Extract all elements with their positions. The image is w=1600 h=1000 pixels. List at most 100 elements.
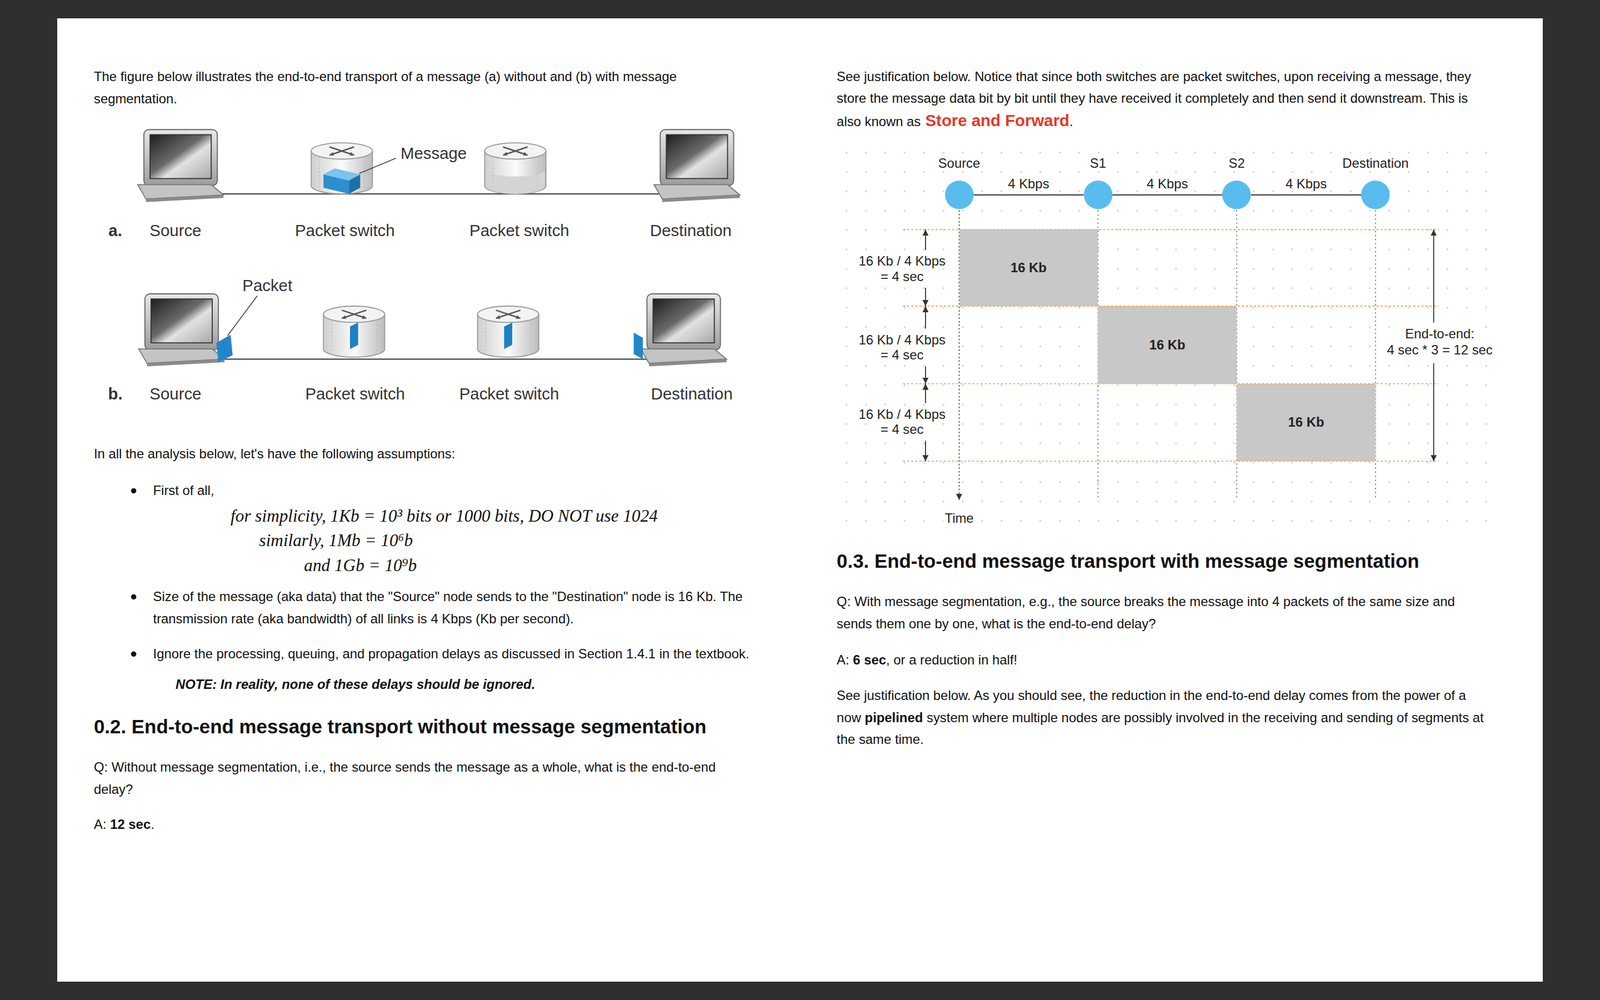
- text-block: See justification below. As you should s…: [836, 684, 1495, 750]
- network-node-circle: S1: [1083, 180, 1113, 209]
- diagram-label: 4 sec * 3 = 12 sec: [1385, 342, 1494, 358]
- diagram-label: End-to-end:: [1403, 326, 1477, 342]
- paragraph-text: A:: [93, 816, 107, 832]
- computer-icon: [640, 293, 727, 367]
- box-label: 16 Kb: [1010, 260, 1047, 276]
- text-block: for simplicity, 1Kb = 10³ bits or 1000 b…: [230, 505, 658, 528]
- packet: [350, 322, 359, 349]
- node-label: Destination: [1340, 155, 1410, 171]
- keyboard-edge: [146, 195, 224, 203]
- monitor-screen: [666, 134, 728, 179]
- text-block: Packet switch: [459, 383, 560, 405]
- duration-arrow: [1433, 229, 1435, 323]
- switch-side: [318, 157, 320, 190]
- node-circle-fill: [1361, 180, 1390, 209]
- keyboard-edge: [662, 195, 740, 203]
- text-block: Source: [149, 220, 202, 242]
- paragraph-text: In all the analysis below, let's have th…: [93, 446, 455, 462]
- packet-switch-icon: [311, 142, 373, 194]
- switch-side: [530, 320, 531, 354]
- text-block: Q: With message segmentation, e.g., the …: [836, 590, 1480, 635]
- text-block: Packet switch: [295, 220, 395, 242]
- transmission-box: 16 Kb: [1236, 383, 1376, 462]
- text-block: Packet switch: [469, 220, 570, 242]
- figure-label: Source: [149, 384, 202, 403]
- switch-arrow: [329, 146, 354, 155]
- keyboard-edge: [648, 359, 727, 367]
- node-circle: [1361, 180, 1390, 209]
- text-block: = 4 sec: [878, 421, 926, 438]
- bullet-dot: [131, 651, 137, 658]
- text-block: 0.2. End-to-end message transport withou…: [93, 714, 707, 739]
- figure-label: Destination: [651, 384, 733, 403]
- monitor-screen: [151, 298, 213, 343]
- transmission-box: 16 Kb: [1097, 306, 1237, 384]
- monitor-bezel: [145, 293, 219, 350]
- duration-arrow: [925, 440, 927, 462]
- text-block: Size of the message (aka data) that the …: [153, 585, 766, 630]
- diagram-label: Time: [942, 510, 975, 526]
- node-label: S1: [1088, 155, 1108, 171]
- bullet-dot: [131, 594, 137, 600]
- figure-label: Destination: [650, 221, 732, 240]
- diagram-label: 16 Kb / 4 Kbps: [856, 406, 948, 422]
- bold-text: b.: [107, 384, 123, 403]
- figure-label: Message: [400, 143, 467, 162]
- diagram-label: = 4 sec: [878, 268, 926, 284]
- text-block: End-to-end:: [1403, 325, 1477, 342]
- text-block: 16 Kb / 4 Kbps: [856, 253, 948, 270]
- duration-arrow: [925, 229, 927, 250]
- bullet-dot: [131, 488, 137, 494]
- node-label-holder: S1: [1088, 155, 1108, 172]
- box-label: 16 Kb: [1288, 414, 1325, 430]
- monitor-screen: [653, 298, 715, 343]
- network-link: [183, 193, 694, 195]
- figure-label: Packet switch: [295, 221, 395, 240]
- switch-top: [477, 306, 539, 323]
- switch-arrow: [503, 146, 528, 155]
- node-circle: [945, 180, 974, 209]
- diagram-label: = 4 sec: [878, 347, 926, 363]
- link-line: [1112, 194, 1223, 196]
- note-text: NOTE: In reality, none of these delays s…: [175, 677, 535, 693]
- highlight-text: Store and Forward: [925, 111, 1070, 130]
- paragraph-text: First of all,: [153, 483, 215, 499]
- monitor-bezel: [143, 129, 218, 186]
- section-heading: 0.2. End-to-end message transport withou…: [93, 715, 707, 738]
- text-block: 4 sec * 3 = 12 sec: [1385, 341, 1494, 358]
- text-block: 16 Kb / 4 Kbps: [856, 331, 948, 348]
- packet: [503, 322, 513, 349]
- switch-side: [485, 320, 487, 354]
- text-block: Ignore the processing, queuing, and prop…: [153, 643, 750, 665]
- packet-switch-icon: [484, 142, 546, 194]
- node-label-holder: Destination: [1340, 155, 1410, 172]
- paragraph-text: .: [1069, 113, 1074, 129]
- switch-top: [311, 142, 373, 159]
- text-block: Source: [149, 383, 202, 405]
- paragraph-text: A:: [836, 652, 850, 668]
- switch-side: [376, 320, 377, 354]
- monitor-bezel: [660, 129, 734, 186]
- text-block: Packet switch: [305, 383, 405, 405]
- text-block: Destination: [650, 220, 732, 242]
- switch-arrow: [341, 310, 367, 319]
- message-block: [323, 174, 349, 194]
- packet: [633, 332, 644, 360]
- figure-label: Packet: [242, 276, 293, 295]
- text-block: a.: [108, 220, 123, 242]
- paragraph-text: The figure below illustrates the end-to-…: [93, 68, 677, 106]
- network-link: [183, 358, 682, 360]
- packet: [216, 334, 233, 363]
- edge-label-holder: 4 Kbps: [1283, 176, 1329, 192]
- text-block: Message: [400, 142, 467, 164]
- node-label: Source: [936, 155, 983, 171]
- text-block: A:6 sec, or a reduction in half!: [836, 649, 1018, 672]
- paragraph-text: system where multiple nodes are possibly…: [836, 710, 1484, 747]
- diagram-label: 16 Kb / 4 Kbps: [856, 332, 948, 348]
- paragraph-text: .: [150, 816, 155, 832]
- text-block: The figure below illustrates the end-to-…: [93, 65, 707, 110]
